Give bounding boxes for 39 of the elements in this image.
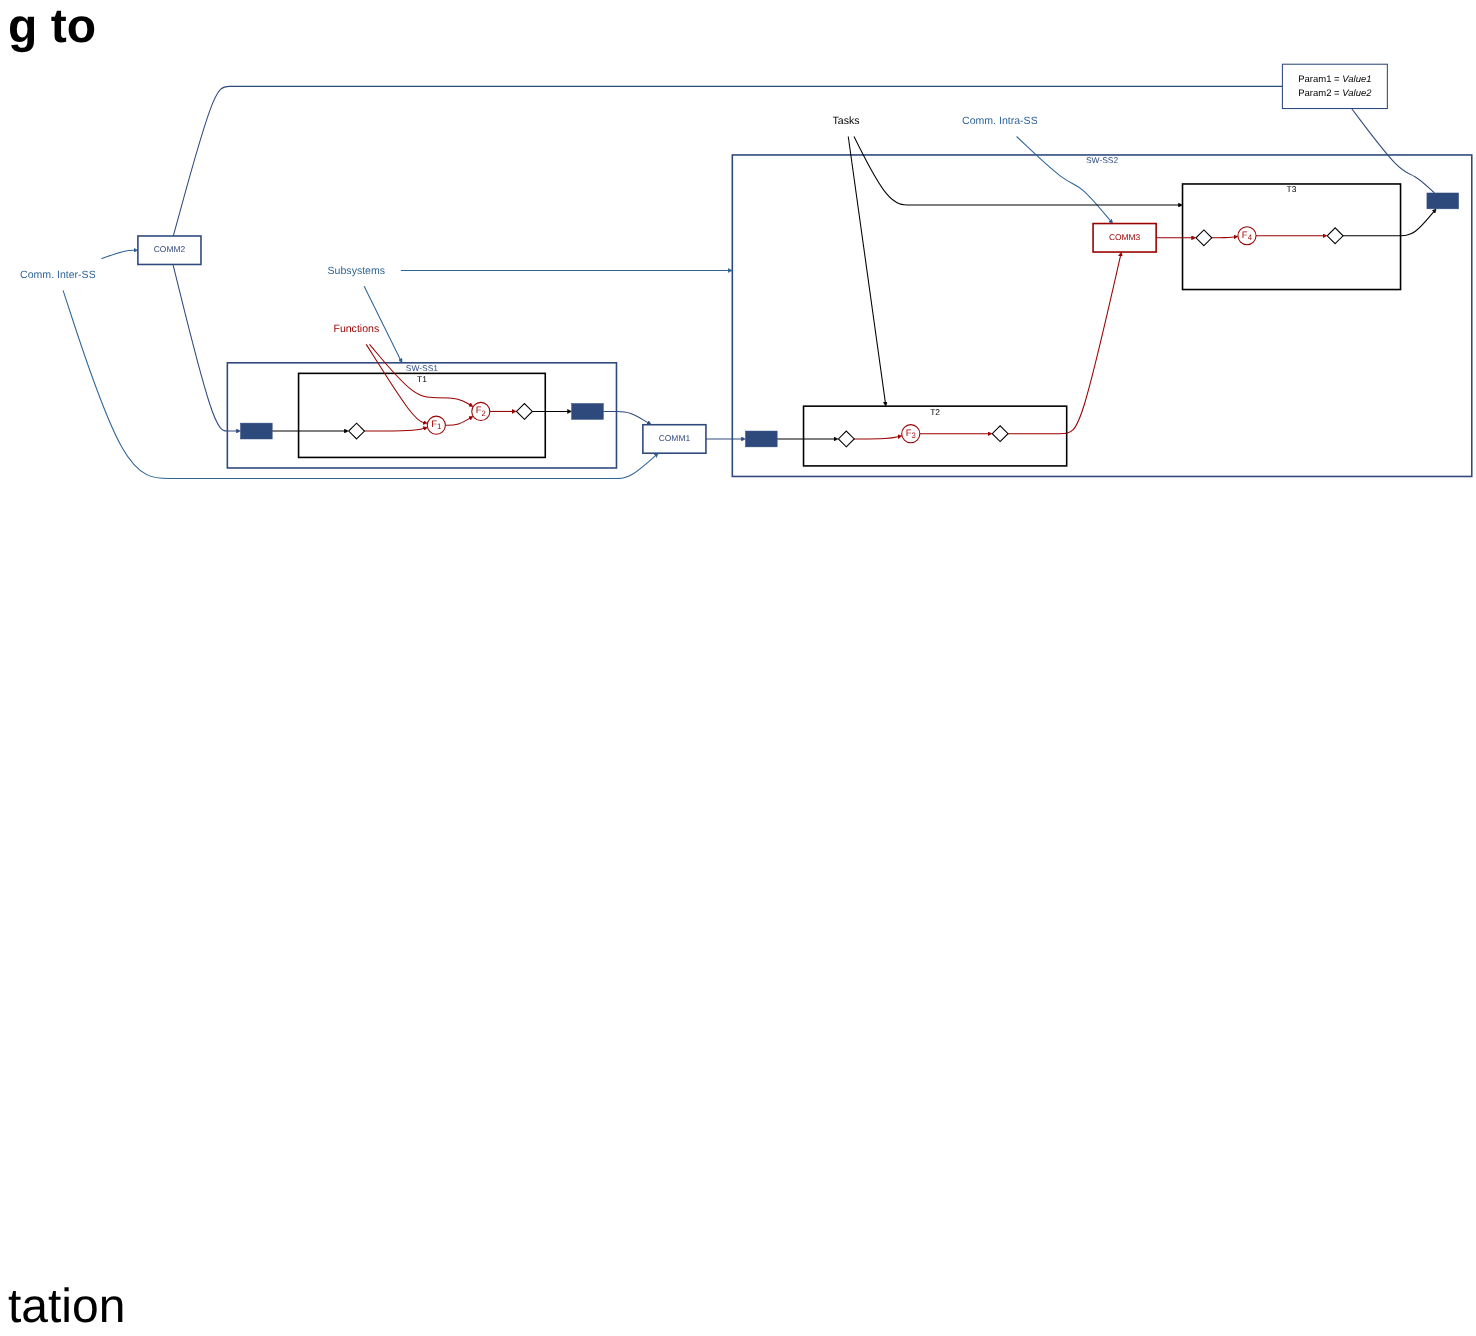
arrow (100, 247, 139, 260)
node-diamond (991, 425, 1009, 443)
arrow (847, 135, 888, 407)
arrow (853, 434, 903, 440)
node-box (571, 403, 604, 420)
arrow (853, 135, 1183, 208)
node-box (1426, 192, 1459, 210)
connector (1351, 108, 1435, 194)
arrow (1255, 233, 1328, 239)
arrow (1155, 235, 1196, 241)
node-box (745, 430, 778, 448)
arrow (776, 436, 839, 442)
arrow (705, 436, 746, 442)
arrow (363, 426, 428, 432)
arrow (1211, 234, 1239, 240)
node-diamond (837, 430, 855, 448)
node-diamond (515, 402, 534, 421)
arrow (271, 428, 349, 434)
arrow (919, 431, 993, 436)
arrow (369, 343, 474, 407)
arrow (1342, 208, 1437, 237)
arrow (602, 410, 652, 425)
arrow (62, 289, 659, 480)
arrow (444, 416, 474, 426)
connector (172, 85, 1283, 237)
slide-text-fragment: tation (8, 1280, 126, 1336)
node-diamond (1195, 229, 1213, 247)
arrow (172, 263, 241, 434)
arrow (365, 343, 428, 425)
node-box (240, 422, 273, 440)
arrow (1016, 135, 1113, 224)
arrow (531, 409, 572, 414)
arrow (1007, 251, 1123, 435)
arrow (489, 409, 517, 414)
node-diamond (1326, 227, 1344, 245)
arrow (363, 285, 403, 364)
node-diamond (347, 422, 366, 440)
slide-text-fragment: g to (8, 0, 96, 56)
arrow (400, 268, 733, 273)
